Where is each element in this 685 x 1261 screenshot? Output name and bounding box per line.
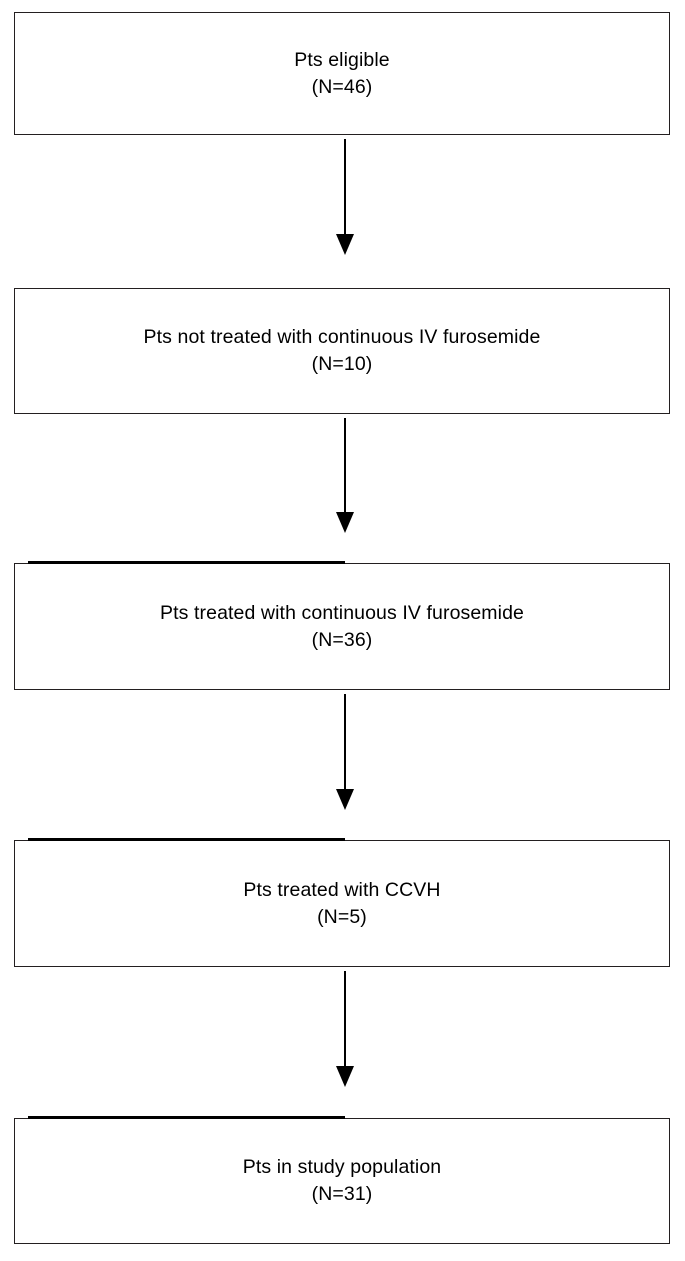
- border-artifact-stroke: [28, 1116, 345, 1119]
- border-artifact-stroke: [28, 838, 345, 841]
- flow-node-label-line1: Pts in study population: [242, 1156, 442, 1178]
- arrow-not-treated-to-treated: [336, 418, 354, 533]
- arrow-eligible-to-not-treated: [336, 139, 354, 255]
- flow-node-pts-treated-ccvh: Pts treated with CCVH (N=5): [14, 840, 670, 967]
- arrow-head-icon: [336, 1066, 354, 1087]
- arrow-stem: [343, 694, 347, 789]
- arrow-head-icon: [336, 789, 354, 810]
- arrow-stem: [343, 139, 347, 234]
- flow-node-pts-not-treated: Pts not treated with continuous IV furos…: [14, 288, 670, 414]
- flow-node-pts-eligible: Pts eligible (N=46): [14, 12, 670, 135]
- arrow-ccvh-to-study-population: [336, 971, 354, 1087]
- border-artifact-stroke: [28, 561, 345, 564]
- arrow-stem: [343, 418, 347, 512]
- flow-node-label-line2: (N=36): [311, 628, 373, 651]
- arrow-head-icon: [336, 512, 354, 533]
- arrow-stem: [343, 971, 347, 1066]
- flow-node-label-line2: (N=31): [311, 1183, 373, 1205]
- flow-node-label-line2: (N=46): [311, 75, 373, 98]
- flow-node-label-line2: (N=10): [311, 353, 373, 375]
- flow-node-pts-in-study-population: Pts in study population (N=31): [14, 1118, 670, 1244]
- arrow-treated-to-ccvh: [336, 694, 354, 810]
- flow-node-label-line1: Pts treated with CCVH: [243, 878, 441, 901]
- arrow-head-icon: [336, 234, 354, 255]
- flow-node-label-line2: (N=5): [317, 905, 367, 928]
- flow-node-label-line1: Pts eligible: [294, 48, 390, 71]
- flow-node-pts-treated: Pts treated with continuous IV furosemid…: [14, 563, 670, 690]
- flow-node-label-line1: Pts treated with continuous IV furosemid…: [160, 601, 524, 624]
- flow-node-label-line1: Pts not treated with continuous IV furos…: [143, 326, 541, 348]
